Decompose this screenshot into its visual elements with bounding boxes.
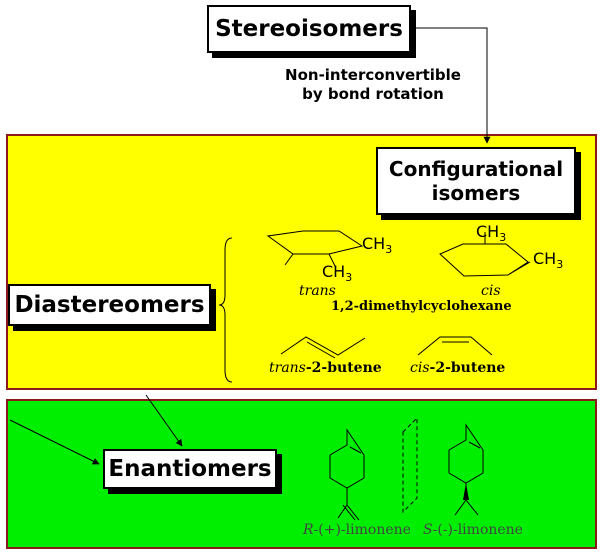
arrow-to-enantiomers-a xyxy=(9,419,100,465)
configurational-isomers-box: Configurational isomers xyxy=(376,147,576,215)
cis-label: cis xyxy=(481,283,501,299)
trans-butene-structure xyxy=(280,336,366,359)
arrow-to-enantiomers-b xyxy=(145,394,183,447)
enantiomers-label: Enantiomers xyxy=(108,456,272,482)
s-limonene-structure xyxy=(448,423,484,516)
stereoisomers-label: Stereoisomers xyxy=(215,16,403,42)
trans-butene-label: trans-2-butene xyxy=(269,360,382,376)
cis-ch3-label-a: CH3 xyxy=(476,222,507,245)
cyclohexane-name: 1,2-dimethylcyclohexane xyxy=(331,299,512,314)
cis-chair-structure xyxy=(439,232,531,277)
configurational-label-line-1: Configurational xyxy=(388,157,564,181)
configurational-label-line-2: isomers xyxy=(431,181,521,205)
arrow-stereo-to-config xyxy=(411,27,491,144)
r-limonene-label: R-(+)-limonene xyxy=(303,522,411,538)
mirror-plane xyxy=(402,416,418,514)
rotation-note-line-1: Non-interconvertible xyxy=(285,66,461,84)
rotation-note-line-2: by bond rotation xyxy=(302,85,444,103)
trans-ch3-label-a: CH3 xyxy=(362,234,393,257)
rotation-note: Non-interconvertible by bond rotation xyxy=(258,66,488,104)
diastereomers-label: Diastereomers xyxy=(14,292,205,318)
cis-ch3-label-b: CH3 xyxy=(533,249,564,272)
trans-chair-structure xyxy=(266,230,364,269)
stereoisomers-box: Stereoisomers xyxy=(207,5,411,53)
cis-butene-label: cis-2-butene xyxy=(410,360,506,376)
s-limonene-wedge-bond xyxy=(463,483,469,500)
trans-ch3-label-b: CH3 xyxy=(322,262,353,285)
s-limonene-label: S-(-)-limonene xyxy=(423,522,523,538)
diastereomer-brace xyxy=(218,237,233,383)
diastereomers-box: Diastereomers xyxy=(8,284,211,326)
trans-label: trans xyxy=(299,283,336,299)
cis-butene-structure xyxy=(417,336,493,356)
r-limonene-structure xyxy=(329,428,365,521)
enantiomers-box: Enantiomers xyxy=(103,449,277,489)
